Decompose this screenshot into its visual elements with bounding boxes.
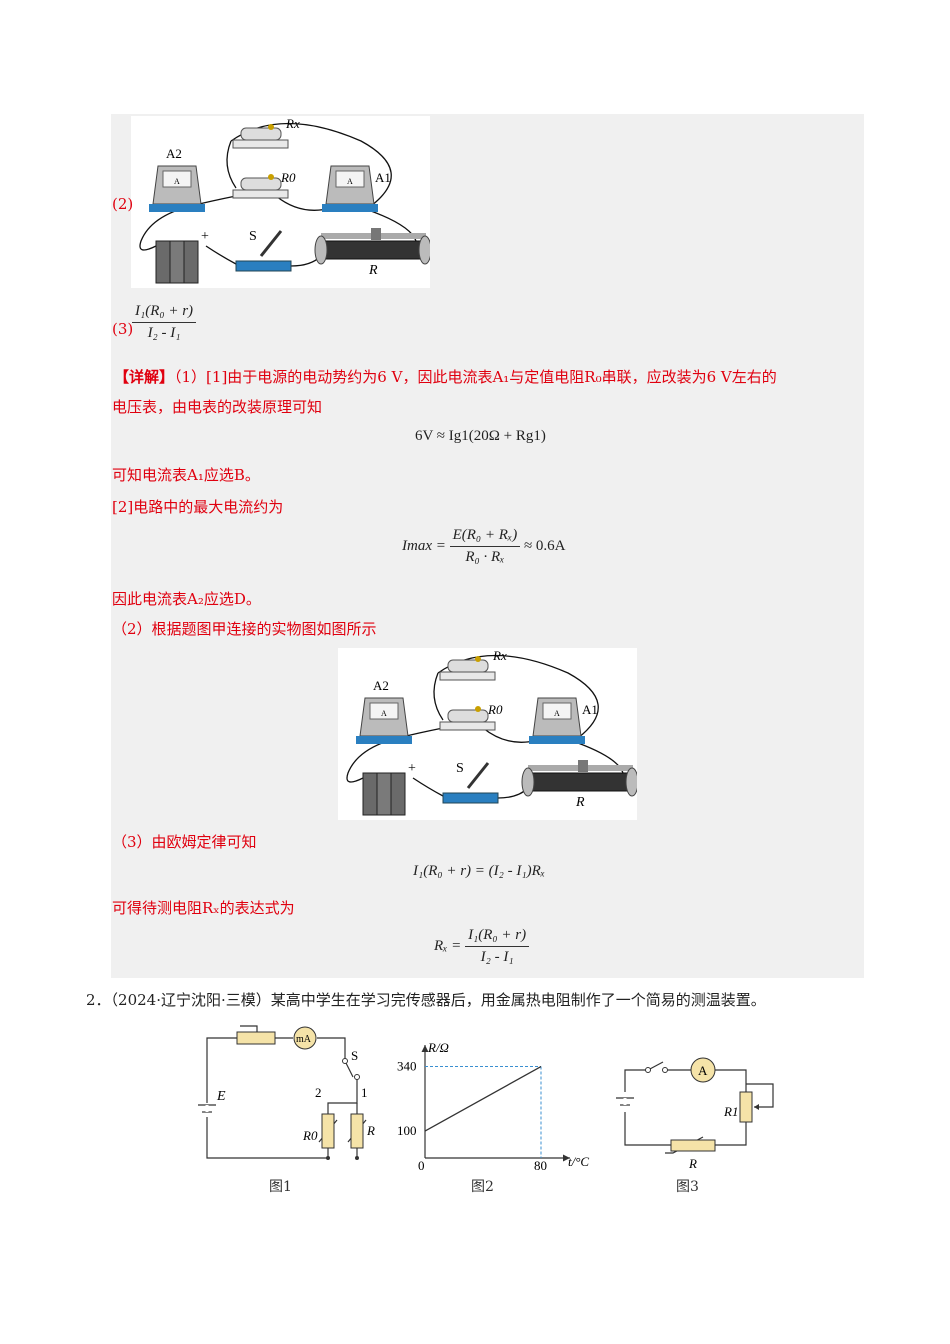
explanation-para-4: 因此电流表A₂应选D。 bbox=[112, 590, 261, 608]
label-r: R bbox=[368, 263, 378, 278]
fig2-series-line bbox=[424, 1065, 542, 1132]
label-plus: + bbox=[201, 229, 209, 244]
answer-3-label: (3) bbox=[112, 320, 134, 338]
equation-2-rhs: ≈ 0.6A bbox=[523, 537, 566, 554]
figure-3-circuit: A R1 R bbox=[613, 1050, 788, 1175]
equation-4-denominator: I₂ - I₁ bbox=[480, 949, 514, 965]
fig3-A: A bbox=[698, 1063, 708, 1078]
label-s: S bbox=[456, 761, 464, 776]
fig1-R: R bbox=[366, 1123, 375, 1138]
equation-2: Imax = E(R₀ + Rₓ) R₀ · Rₓ ≈ 0.6A bbox=[402, 527, 566, 566]
fig2-xlabel: t/°C bbox=[568, 1154, 589, 1169]
equation-4-lhs: Rₓ = bbox=[434, 937, 462, 954]
question-2-number: 2． bbox=[86, 991, 111, 1009]
explanation-para-1-cont: 电压表，由电表的改装原理可知 bbox=[112, 398, 323, 416]
label-r0: R0 bbox=[487, 702, 503, 717]
figure-3-caption: 图3 bbox=[676, 1179, 699, 1195]
explanation-para-3: [2]电路中的最大电流约为 bbox=[112, 498, 284, 516]
equation-3: I₁(R₀ + r) = (I₂ - I₁)Rₓ bbox=[413, 863, 545, 879]
fig2-origin: 0 bbox=[418, 1158, 425, 1170]
fig2-ytick-100: 100 bbox=[397, 1123, 417, 1138]
label-rx: Rx bbox=[492, 648, 507, 663]
figure-2-graph: R/Ω t/°C 0 100 340 80 bbox=[390, 1040, 605, 1173]
fig2-ylabel: R/Ω bbox=[427, 1040, 449, 1055]
explanation-tag: 【详解】 bbox=[114, 368, 175, 386]
fig1-R0: R0 bbox=[302, 1128, 318, 1143]
label-a1: A1 bbox=[582, 702, 598, 717]
explanation-para-6: （3）由欧姆定律可知 bbox=[112, 833, 257, 851]
explanation-para-5: （2）根据题图甲连接的实物图如图所示 bbox=[112, 620, 377, 638]
fig1-E: E bbox=[216, 1089, 226, 1104]
fig2-xtick-80: 80 bbox=[534, 1158, 547, 1170]
label-r: R bbox=[575, 795, 585, 810]
equation-2-denominator: R₀ · Rₓ bbox=[465, 549, 505, 565]
label-s: S bbox=[249, 229, 257, 244]
meter-face-a2: A bbox=[174, 177, 180, 186]
fig1-S: S bbox=[351, 1048, 358, 1063]
fig3-R1: R1 bbox=[723, 1104, 738, 1119]
label-a2: A2 bbox=[166, 146, 182, 161]
fig3-R: R bbox=[688, 1156, 697, 1171]
fig1-n1: 1 bbox=[361, 1085, 368, 1100]
fig1-mA: mA bbox=[296, 1034, 312, 1045]
equation-2-lhs: Imax = bbox=[402, 537, 446, 554]
equation-1: 6V ≈ Ig1(20Ω + Rg1) bbox=[415, 428, 546, 444]
figure-1-circuit: E mA S R0 R 2 1 bbox=[195, 1025, 385, 1165]
meter-face-a2: A bbox=[381, 709, 387, 718]
explanation-para-1: 【详解】（1）[1]由于电源的电动势约为6 V，因此电流表A₁与定值电阻R₀串联… bbox=[114, 367, 777, 387]
physical-circuit-figure-2: A A Rx R0 A2 A1 + S R bbox=[338, 648, 639, 820]
explanation-text-1: （1）[1]由于电源的电动势约为6 V，因此电流表A₁与定值电阻R₀串联，应改装… bbox=[174, 368, 777, 386]
fig1-n2: 2 bbox=[315, 1085, 322, 1100]
explanation-para-2: 可知电流表A₁应选B。 bbox=[112, 466, 260, 484]
answer-3-formula: I₁(R₀ + r) I₂ - I₁ bbox=[132, 303, 197, 342]
figure-1-caption: 图1 bbox=[269, 1179, 292, 1195]
label-rx: Rx bbox=[285, 116, 300, 131]
label-a2: A2 bbox=[373, 678, 389, 693]
question-2-text: （2024·辽宁沈阳·三模）某高中学生在学习完传感器后，用金属热电阻制作了一个简… bbox=[110, 991, 766, 1009]
figure-2-caption: 图2 bbox=[471, 1179, 494, 1195]
meter-face-a1: A bbox=[554, 709, 560, 718]
answer-3-numerator: I₁(R₀ + r) bbox=[132, 303, 197, 323]
meter-face-a1: A bbox=[347, 177, 353, 186]
label-a1: A1 bbox=[375, 170, 391, 185]
answer-2-label: (2) bbox=[112, 195, 134, 213]
label-plus: + bbox=[408, 761, 416, 776]
equation-4: Rₓ = I₁(R₀ + r) I₂ - I₁ bbox=[434, 927, 530, 966]
physical-circuit-figure-1: A A Rx R0 A2 A1 + S R bbox=[131, 116, 432, 288]
question-2-line: 2．（2024·辽宁沈阳·三模）某高中学生在学习完传感器后，用金属热电阻制作了一… bbox=[86, 990, 766, 1010]
fig2-ytick-340: 340 bbox=[397, 1059, 417, 1074]
explanation-para-7: 可得待测电阻Rₓ的表达式为 bbox=[112, 899, 295, 917]
equation-2-numerator: E(R₀ + Rₓ) bbox=[449, 527, 521, 547]
equation-4-numerator: I₁(R₀ + r) bbox=[465, 927, 530, 947]
answer-3-denominator: I₂ - I₁ bbox=[147, 325, 181, 341]
label-r0: R0 bbox=[280, 170, 296, 185]
